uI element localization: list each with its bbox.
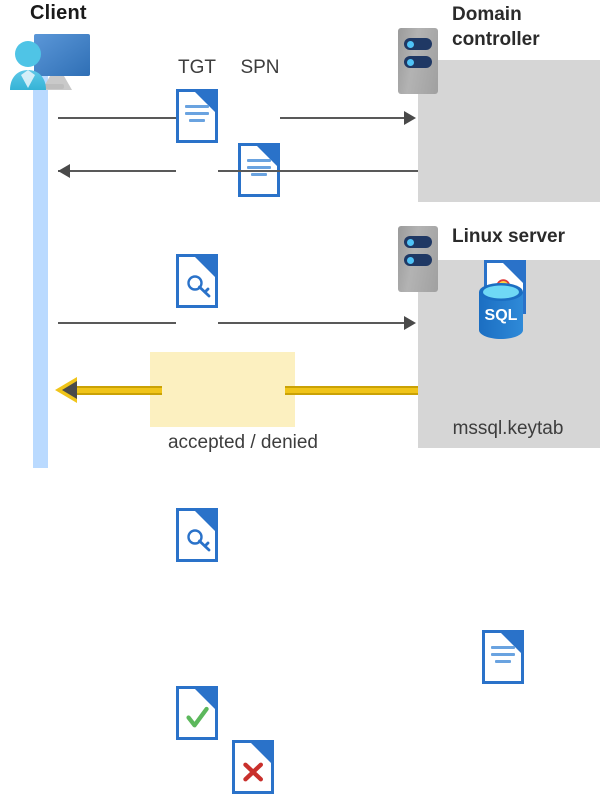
text-document-icon-keytab xyxy=(482,630,524,684)
document-lines xyxy=(485,646,521,667)
sql-database-icon: SQL xyxy=(476,282,526,340)
client-workstation-icon xyxy=(8,28,96,96)
rack-slot xyxy=(404,56,432,68)
label-keytab-filename: mssql.keytab xyxy=(452,418,564,439)
key-document-icon-ticket-presented xyxy=(176,508,218,562)
x-glyph xyxy=(243,762,263,782)
flow-line-tgt-request-right xyxy=(280,117,412,119)
result-flow-line-right xyxy=(285,386,418,395)
server-rack-icon-linux xyxy=(398,226,438,292)
text-document-icon-tgt xyxy=(176,89,218,143)
page-title-linux-server: Linux server xyxy=(452,226,565,247)
page-title-client: Client xyxy=(30,2,87,24)
key-document-icon-ticket-response xyxy=(176,254,218,308)
auth-result-highlight-band xyxy=(150,352,295,427)
page-fold xyxy=(254,143,280,169)
arrowhead-right-to-domain-controller xyxy=(404,111,416,125)
document-lines xyxy=(179,105,215,126)
label-spn: SPN xyxy=(240,57,280,78)
page-fold xyxy=(192,254,218,280)
flow-line-ticket-presented-right xyxy=(218,322,412,324)
rack-slot xyxy=(404,236,432,248)
rack-slot xyxy=(404,254,432,266)
flow-line-ticket-response-right xyxy=(218,170,418,172)
domain-controller-title-line2: controller xyxy=(452,29,540,50)
page-fold xyxy=(192,89,218,115)
key-glyph xyxy=(187,529,211,552)
label-auth-result: accepted / denied xyxy=(167,432,318,453)
document-lines xyxy=(241,159,277,180)
key-glyph xyxy=(187,275,211,298)
rack-slot xyxy=(404,38,432,50)
domain-controller-title-line1: Domain xyxy=(452,4,522,25)
x-document-icon-denied xyxy=(232,740,274,794)
server-rack-icon-domain-controller xyxy=(398,28,438,94)
flow-line-ticket-response-left xyxy=(58,170,176,172)
arrowhead-right-to-linux-server xyxy=(404,316,416,330)
check-document-icon-accepted xyxy=(176,686,218,740)
check-glyph xyxy=(186,706,209,728)
page-fold xyxy=(500,260,526,286)
kerberos-authentication-diagram: Client Domain controller Linux server xyxy=(8,2,600,794)
flow-line-ticket-presented-left xyxy=(58,322,176,324)
arrowhead-result-to-client xyxy=(62,381,77,399)
flow-line-tgt-request-left xyxy=(58,117,176,119)
arrowhead-left-to-client xyxy=(58,164,70,178)
page-title-domain-controller: Domain controller xyxy=(452,2,598,52)
domain-controller-zone xyxy=(418,60,600,202)
label-tgt: TGT xyxy=(178,57,216,78)
result-flow-line-left xyxy=(72,386,162,395)
client-lifeline xyxy=(33,72,48,468)
svg-text:SQL: SQL xyxy=(485,307,518,324)
